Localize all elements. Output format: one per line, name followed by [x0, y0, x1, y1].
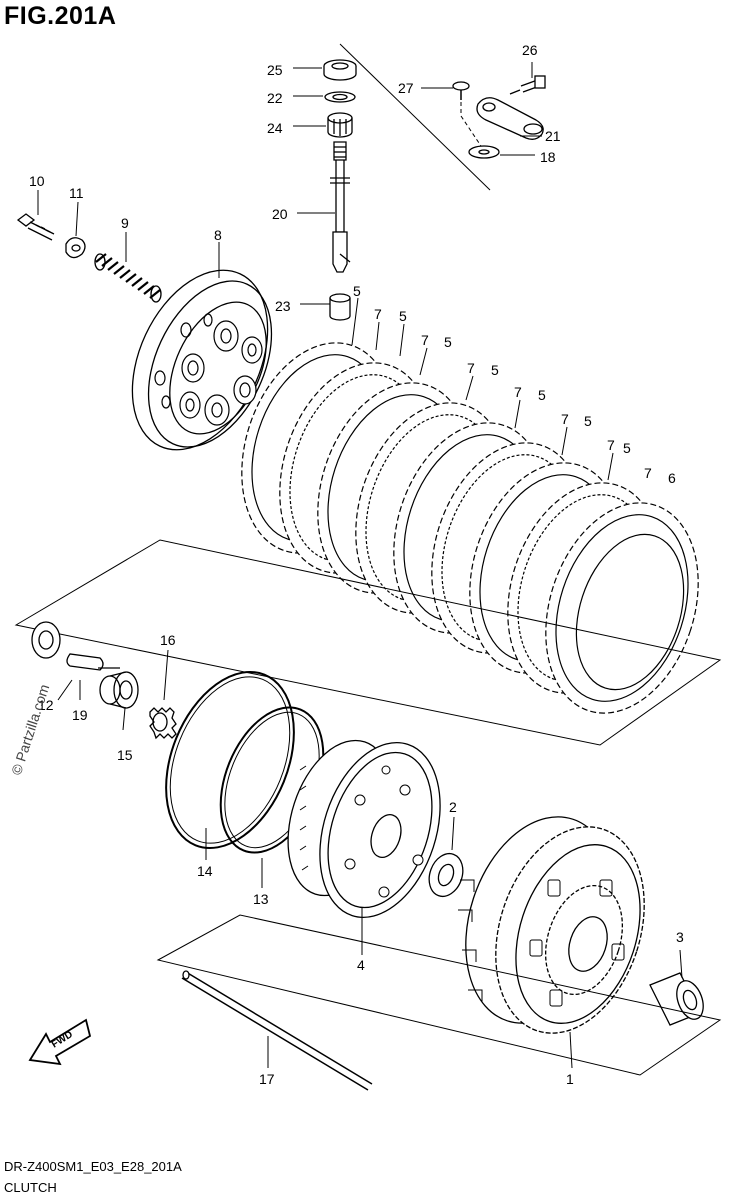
callout-labels: 25 22 24 20 26 27 21 18 10 11 9 8 23 5 7… — [29, 42, 684, 1087]
fwd-arrow-icon: FWD — [28, 1018, 92, 1066]
callout-5d: 5 — [491, 362, 499, 378]
clutch-housing — [458, 816, 645, 1069]
callout-13: 13 — [253, 891, 269, 907]
callout-5f: 5 — [584, 413, 592, 429]
callout-5b: 5 — [399, 308, 407, 324]
callout-16: 16 — [160, 632, 176, 648]
callout-9: 9 — [121, 215, 129, 231]
callout-14: 14 — [197, 863, 213, 879]
callout-26: 26 — [522, 42, 538, 58]
callout-5c: 5 — [444, 334, 452, 350]
release-arm-assembly — [421, 62, 546, 159]
callout-1: 1 — [566, 1071, 574, 1087]
callout-6: 6 — [668, 470, 676, 486]
callout-7d: 7 — [514, 384, 522, 400]
release-shaft-assembly — [293, 43, 491, 321]
callout-7a: 7 — [374, 306, 382, 322]
callout-23: 23 — [275, 298, 291, 314]
callout-3: 3 — [676, 929, 684, 945]
figure-subtitle: CLUTCH — [4, 1180, 57, 1195]
callout-8: 8 — [214, 227, 222, 243]
figure-title: FIG.201A — [4, 2, 117, 30]
clutch-hub — [287, 739, 441, 955]
callout-17: 17 — [259, 1071, 275, 1087]
pressure-plate-group — [16, 190, 273, 451]
callout-25: 25 — [267, 62, 283, 78]
callout-7c: 7 — [467, 360, 475, 376]
callout-22: 22 — [267, 90, 283, 106]
clutch-plate-stack — [14, 297, 722, 746]
callout-15: 15 — [117, 747, 133, 763]
callout-19: 19 — [72, 707, 88, 723]
callout-2: 2 — [449, 799, 457, 815]
callout-4: 4 — [357, 957, 365, 973]
callout-18: 18 — [540, 149, 556, 165]
callout-5g: 5 — [623, 440, 631, 456]
clutch-rings — [165, 670, 325, 888]
figure-code: DR-Z400SM1_E03_E28_201A — [4, 1159, 182, 1174]
callout-5e: 5 — [538, 387, 546, 403]
push-rod — [156, 914, 722, 1091]
callout-10: 10 — [29, 173, 45, 189]
bearing-bush-group — [31, 621, 177, 740]
callout-21: 21 — [545, 128, 561, 144]
callout-12: 12 — [38, 697, 54, 713]
callout-7g: 7 — [644, 465, 652, 481]
callout-7b: 7 — [421, 332, 429, 348]
callout-7e: 7 — [561, 411, 569, 427]
callout-24: 24 — [267, 120, 283, 136]
callout-11: 11 — [69, 185, 84, 201]
callout-20: 20 — [272, 206, 288, 222]
callout-5a: 5 — [353, 283, 361, 299]
callout-7f: 7 — [607, 437, 615, 453]
spacer — [649, 949, 704, 1026]
callout-27: 27 — [398, 80, 414, 96]
